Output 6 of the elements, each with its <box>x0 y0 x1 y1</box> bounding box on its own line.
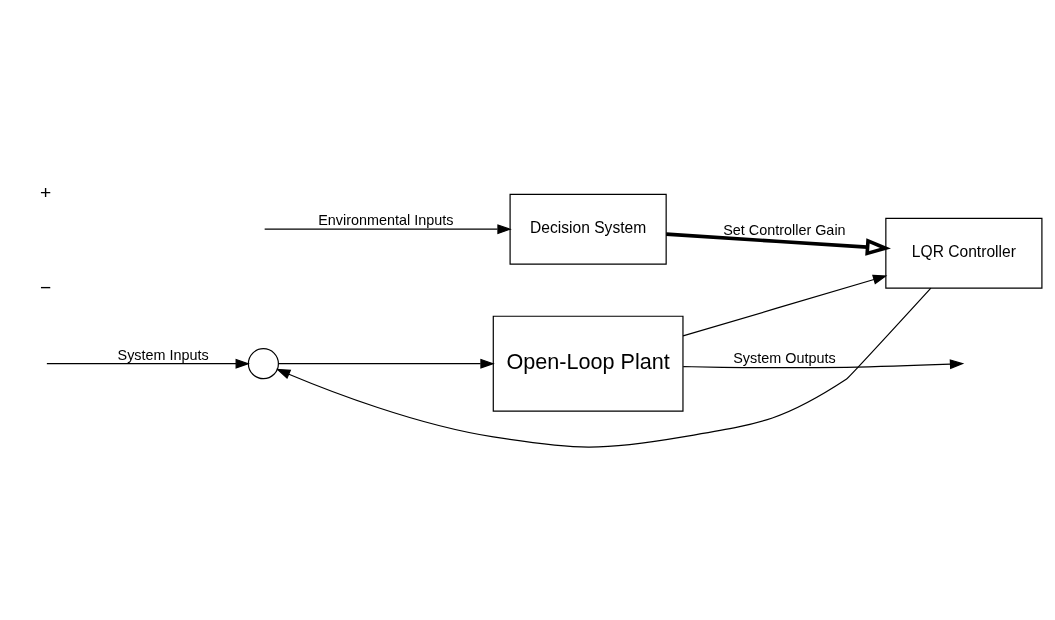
label: + <box>39 181 52 203</box>
edge-label: System Outputs <box>733 350 836 367</box>
edge-label: System Inputs <box>117 346 209 363</box>
label: − <box>39 276 52 298</box>
edge-label: Set Controller Gain <box>723 221 846 238</box>
edge-label: Environmental Inputs <box>318 212 454 229</box>
